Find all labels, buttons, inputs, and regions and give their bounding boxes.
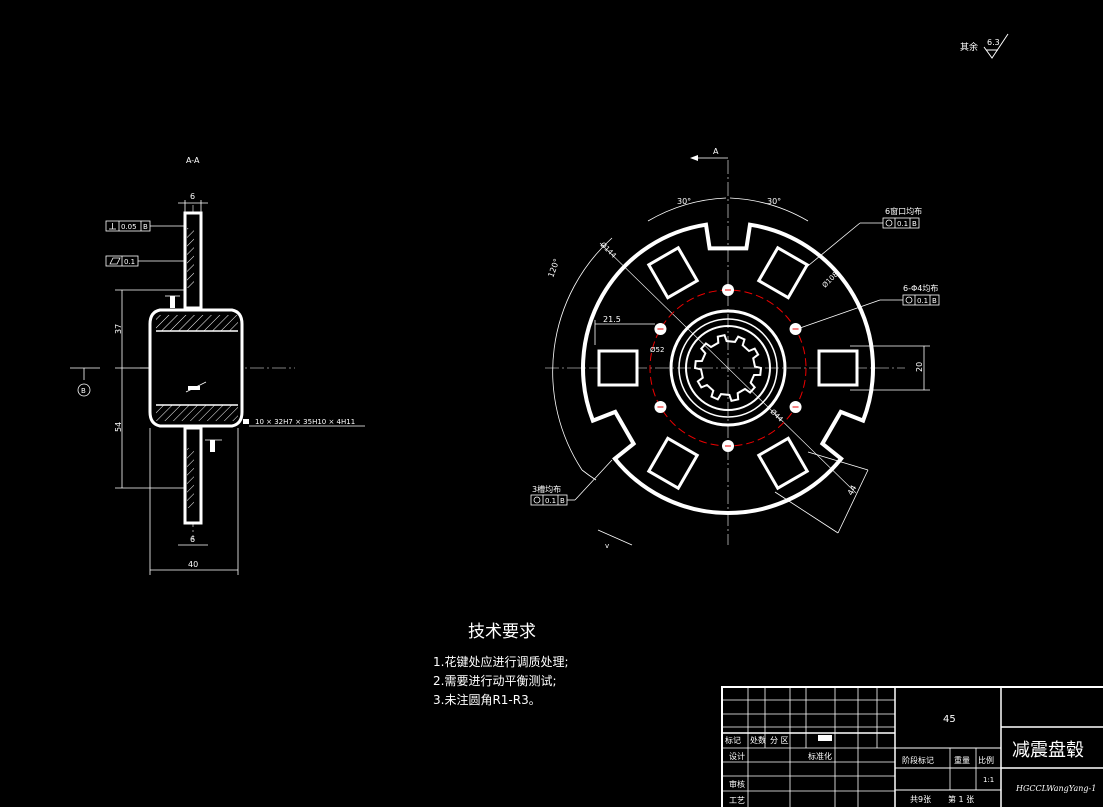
- scale-value: 1:1: [983, 776, 994, 784]
- datum-b-label: B: [81, 387, 86, 395]
- position-icon: [885, 219, 893, 227]
- holes-note: 6-Φ4均布: [903, 283, 938, 293]
- dia-108: Ø108: [821, 270, 840, 289]
- dim-bottom-width: 6: [190, 535, 195, 544]
- material: 45: [943, 714, 956, 725]
- label-weight: 重量: [954, 755, 970, 765]
- label-zone: 分 区: [770, 736, 789, 745]
- label-sheets: 共9张: [910, 795, 931, 804]
- flatness-frame: 0.1: [105, 255, 185, 267]
- label-sheet: 第 1 张: [948, 794, 974, 804]
- spring-window: [597, 349, 639, 387]
- label-process: 工艺: [729, 796, 745, 805]
- label-review: 审核: [729, 779, 745, 789]
- surface-label: 其余: [960, 41, 978, 53]
- technical-requirements: 技术要求 1.花键处应进行调质处理; 2.需要进行动平衡测试; 3.未注圆角R1…: [433, 622, 569, 707]
- dia-144: Ø144: [599, 241, 618, 260]
- slots-datum: B: [560, 497, 565, 505]
- front-view: A v 30° 30° 120° Ø144 Ø108 Ø52 Ø44 21.5 …: [530, 147, 940, 550]
- label-design: 设计: [729, 751, 745, 761]
- windows-datum: B: [912, 220, 917, 228]
- slots-note: 3槽均布: [532, 484, 561, 494]
- dim-overall-width: 40: [188, 560, 198, 569]
- spring-window: [756, 245, 810, 300]
- windows-callout: 6窗口均布 0.1 B: [802, 206, 922, 271]
- slots-tol: 0.1: [545, 497, 556, 505]
- dim-20: 20: [915, 362, 924, 372]
- spring-window: [646, 245, 700, 300]
- label-stage: 阶段标记: [902, 755, 934, 765]
- holes-tol: 0.1: [917, 297, 928, 305]
- dim-lower: 54: [114, 422, 123, 432]
- spring-window: [756, 436, 810, 491]
- roughness-symbol-icon: [983, 33, 1009, 59]
- flat-tol: 0.1: [124, 258, 135, 266]
- angle-right: 30°: [767, 197, 781, 206]
- section-title: A-A: [186, 156, 200, 165]
- perpendicularity-frame: 0.05 B: [105, 220, 185, 232]
- spring-windows: [597, 245, 859, 491]
- dia-44: Ø44: [769, 408, 785, 424]
- requirement-item: 1.花键处应进行调质处理;: [433, 654, 569, 669]
- label-standard: 标准化: [808, 751, 832, 761]
- spring-window: [646, 436, 700, 491]
- spline-profile: [693, 334, 763, 402]
- dim-44: 44: [846, 484, 859, 497]
- title-block: 标记 处数 分 区 设计 标准化 审核 工艺 45 阶段标记 重量 比例 1:1…: [721, 686, 1103, 807]
- requirements-heading: 技术要求: [468, 622, 536, 642]
- flatness-icon: [109, 257, 121, 265]
- label-mark: 标记: [725, 735, 741, 745]
- datum-b-marker: B: [70, 367, 100, 397]
- perp-tol: 0.05: [121, 223, 137, 231]
- windows-note: 6窗口均布: [885, 206, 922, 216]
- position-icon: [905, 296, 913, 304]
- requirement-item: 3.未注圆角R1-R3。: [433, 692, 541, 707]
- part-name: 减震盘毂: [1012, 740, 1084, 761]
- section-mark: A: [713, 147, 719, 156]
- dim-21-5: 21.5: [603, 315, 621, 324]
- position-icon: [533, 496, 541, 504]
- drawing-number: HGCCLWangYang-1: [1015, 784, 1096, 793]
- disc-outline: [581, 222, 875, 515]
- label-count: 处数: [750, 735, 766, 745]
- holes-datum: B: [932, 297, 937, 305]
- mounting-holes: [654, 284, 802, 452]
- perp-datum: B: [143, 223, 148, 231]
- holes-callout: 6-Φ4均布 0.1 B: [799, 283, 940, 329]
- label-scale: 比例: [978, 755, 994, 765]
- surface-value: 6.3: [987, 38, 1000, 47]
- surface-roughness: 其余 6.3: [960, 33, 1009, 59]
- svg-text:v: v: [605, 542, 609, 550]
- windows-tol: 0.1: [897, 220, 908, 228]
- slots-callout: 3槽均布 0.1 B: [530, 459, 613, 506]
- requirement-item: 2.需要进行动平衡测试;: [433, 673, 557, 688]
- dim-upper: 37: [114, 324, 123, 334]
- angle-left: 30°: [677, 197, 691, 206]
- angle-120: 120°: [546, 257, 561, 278]
- dia-52: Ø52: [650, 346, 664, 354]
- spring-window: [817, 349, 859, 387]
- spline-spec: 10 × 32H7 × 35H10 × 4H11: [255, 418, 355, 426]
- section-view: A-A 6 6 40 37 54: [70, 156, 365, 575]
- dim-top-width: 6: [190, 192, 195, 201]
